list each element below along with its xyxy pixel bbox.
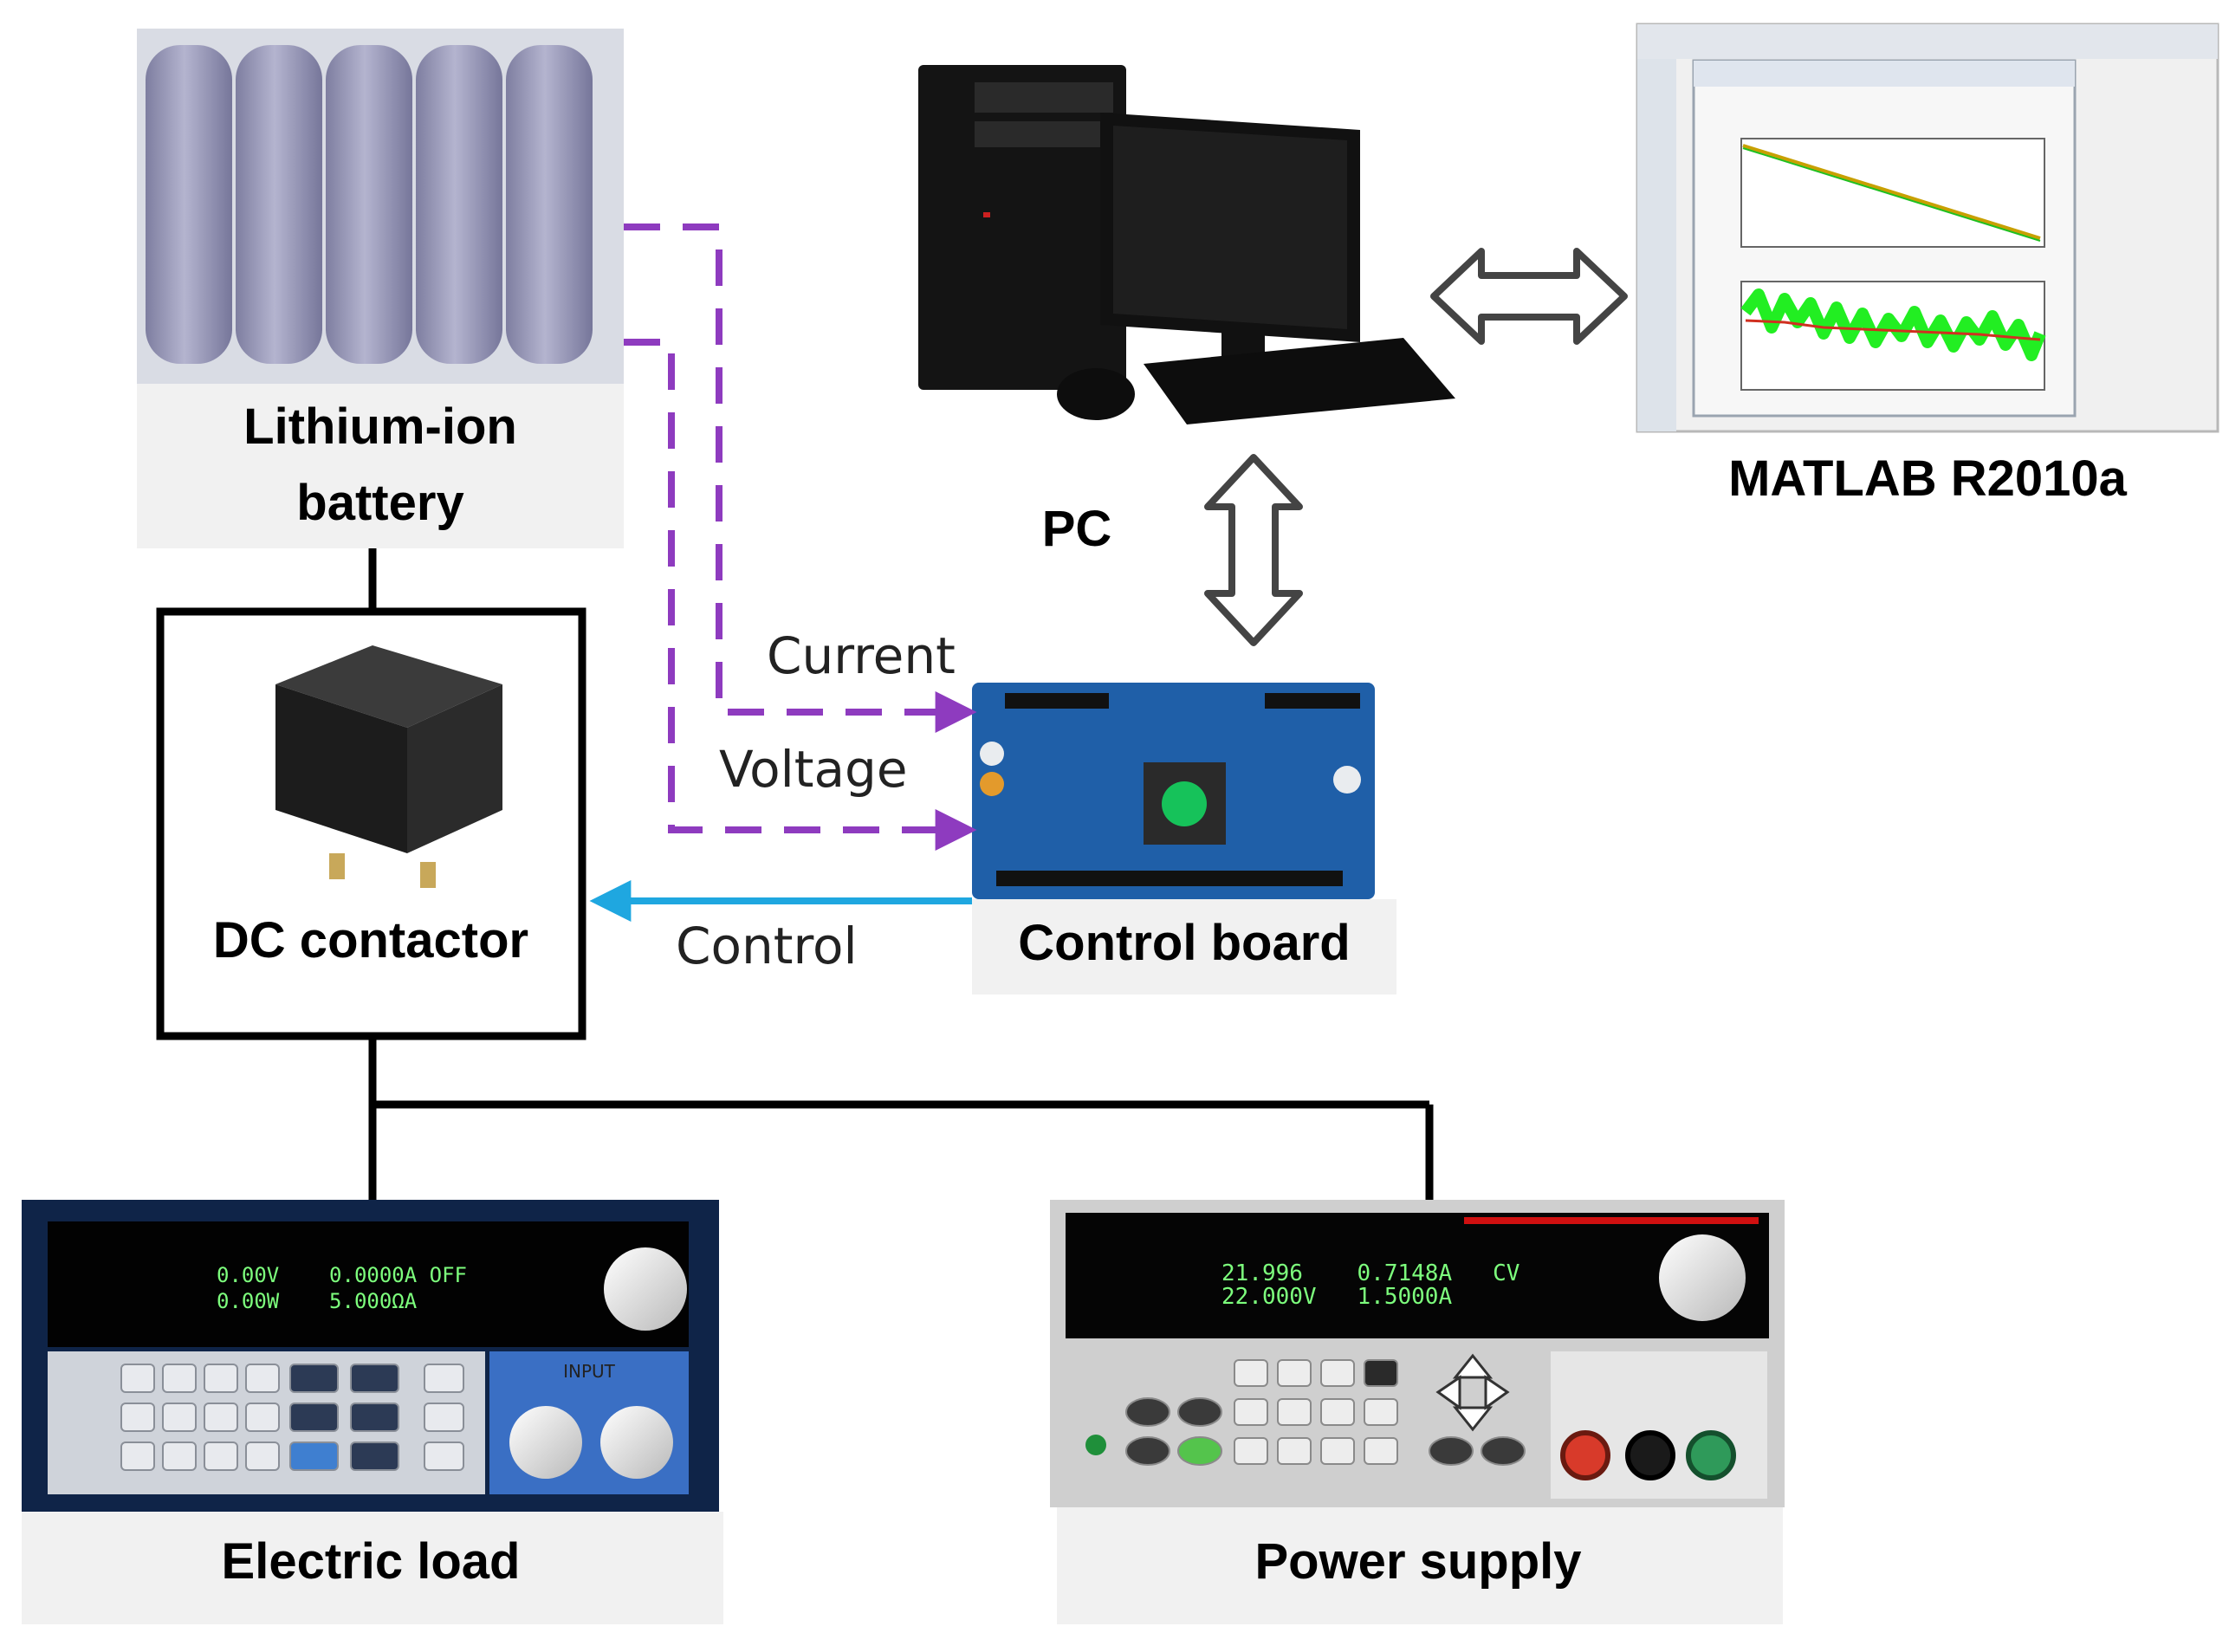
electric-load-terminal-positive [509,1406,582,1479]
pc-board-link [1204,454,1303,646]
battery-cell [506,45,593,364]
electric-load-readout-2: 0.00W 5.000ΩA [217,1289,418,1313]
current-label: Current [767,626,956,685]
power-supply-block: 21.996 0.7148A CV 22.000V 1.5000A [1050,1200,1785,1624]
control-label: Control [676,917,858,975]
power-supply-terminal-positive [1560,1430,1610,1480]
electric-load-terminal-negative [600,1406,673,1479]
voltage-label: Voltage [719,740,908,799]
battery-cell [326,45,412,364]
pc-matlab-link [1430,248,1628,345]
power-wiring [368,1040,1434,1200]
power-supply-nav-arrows [1435,1353,1510,1432]
electric-load-keypad [120,1364,464,1471]
pc-tower-icon [918,65,1126,390]
power-supply-terminal-negative [1625,1430,1675,1480]
double-arrow-vertical-icon [1204,454,1303,646]
pc-label: PC [1042,501,1112,557]
pc-keyboard-icon [1144,338,1455,424]
power-supply-brand-strip [1464,1217,1759,1224]
control-signal: Control [589,880,972,975]
power-supply-knob [1659,1234,1746,1321]
battery-label-line2: battery [296,475,463,531]
electric-load-knob [604,1247,687,1331]
matlab-plot-top-trend [1742,144,2041,240]
power-supply-label: Power supply [1254,1533,1581,1590]
power-supply-keypad [1125,1359,1526,1466]
electric-load-readout-1: 0.00V 0.0000A OFF [217,1263,467,1287]
control-board-block: Control board [972,683,1396,994]
battery-cells [146,45,593,364]
contactor-label: DC contactor [213,912,528,969]
voltage-signal-line [624,339,977,851]
battery-label-box [137,384,624,548]
electric-load-label-box [22,1512,723,1624]
pc-monitor-icon [1100,113,1360,390]
control-board-led [1162,781,1207,826]
electric-load-block: 0.00V 0.0000A OFF 0.00W 5.000ΩA [22,1200,723,1624]
power-supply-readout-1: 21.996 0.7148A CV [1221,1260,1519,1286]
contactor-block: DC contactor [156,548,586,1040]
battery-cell [416,45,502,364]
electric-load-label: Electric load [222,1533,521,1590]
control-board-label: Control board [1018,915,1350,971]
power-supply-display [1066,1213,1769,1338]
battery-label-line1: Lithium-ion [243,398,517,455]
pc-block: PC [918,65,1455,557]
double-arrow-horizontal-icon [1430,248,1628,345]
power-supply-label-box [1057,1507,1783,1624]
battery-cell [146,45,232,364]
battery-block: Lithium-ion battery [137,29,624,548]
matlab-block: MATLAB R2010a [1636,23,2219,507]
electric-load-input-label: INPUT [563,1361,616,1382]
relay-icon [275,645,502,888]
power-supply-readout-2: 22.000V 1.5000A [1221,1284,1452,1310]
measurement-signals: Current Voltage [624,224,977,851]
battery-cell [236,45,322,364]
matlab-label: MATLAB R2010a [1728,450,2128,507]
power-supply-terminal-ground [1686,1430,1736,1480]
pc-mouse-icon [1057,368,1135,420]
matlab-plot-bottom-noise [1740,288,2046,361]
power-supply-power-button [1085,1435,1106,1455]
control-board-label-box [972,899,1396,994]
electric-load-display [48,1221,689,1347]
